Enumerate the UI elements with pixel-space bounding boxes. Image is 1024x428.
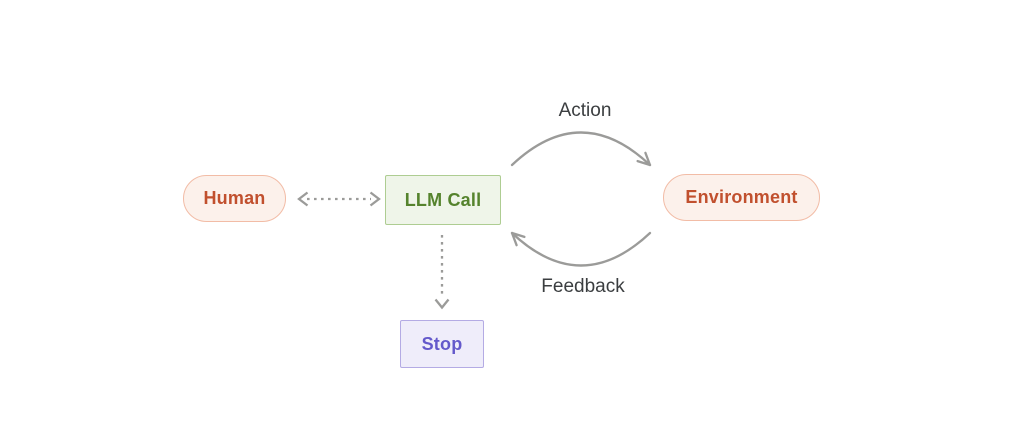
human-node: Human (183, 175, 286, 222)
human-llm-dashed-arrow-icon (297, 191, 381, 207)
feedback-label: Feedback (541, 276, 625, 297)
stop-node: Stop (400, 320, 484, 368)
action-label: Action (558, 100, 612, 121)
environment-node-label: Environment (685, 187, 798, 207)
llm-call-node-label: LLM Call (404, 189, 482, 210)
environment-node: Environment (663, 174, 820, 221)
human-node-label: Human (203, 188, 266, 208)
stop-node-label: Stop (421, 333, 463, 354)
llm-stop-dashed-arrow-icon (434, 235, 450, 310)
action-arrow-icon (510, 131, 652, 167)
llm-call-node: LLM Call (385, 175, 501, 225)
feedback-arrow-icon (510, 231, 652, 267)
